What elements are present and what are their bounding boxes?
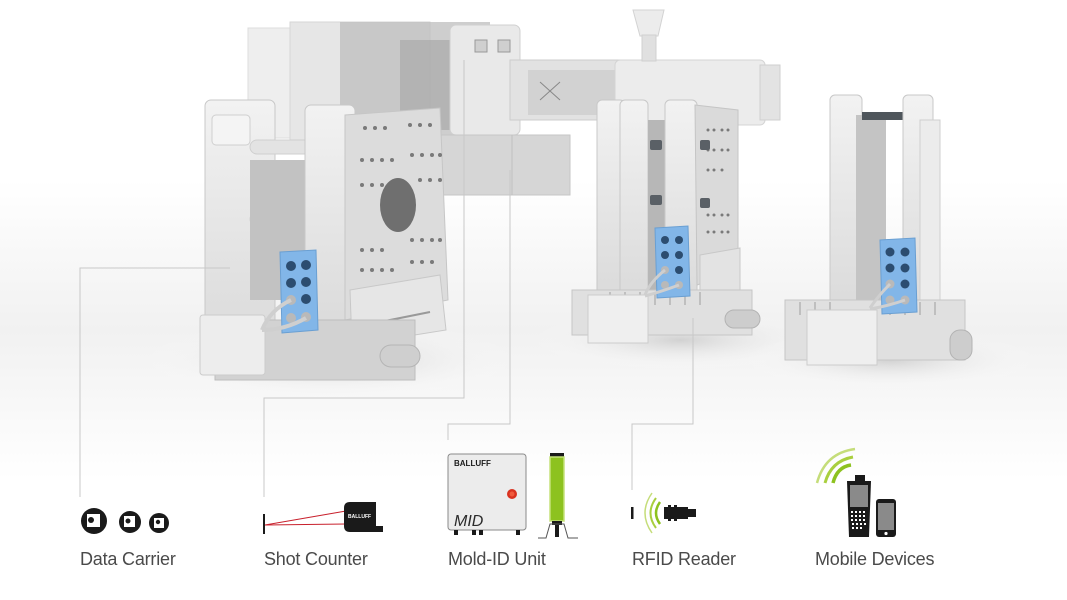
mobile-devices-icon <box>815 445 905 545</box>
rfid-reader-label: RFID Reader <box>632 549 736 569</box>
mold-id-unit-label: Mold-ID Unit <box>448 549 546 569</box>
connector-block-left <box>260 249 319 334</box>
mold-unit-middle <box>571 99 761 344</box>
shot-counter-brand: BALLUFF <box>348 514 371 520</box>
line-data-carrier <box>79 267 230 497</box>
rfid-reader-icon <box>630 490 710 540</box>
mold-plate-holes <box>360 123 442 272</box>
line-shot-counter <box>263 60 465 497</box>
shot-counter-label: Shot Counter <box>264 549 368 569</box>
line-mold-id-unit <box>447 170 511 440</box>
mold-id-brand: BALLUFF <box>454 459 491 468</box>
connector-block-right <box>868 237 918 315</box>
connector-lines <box>79 60 694 497</box>
line-rfid-reader <box>631 318 694 490</box>
mold-id-unit-icon: BALLUFF MID <box>446 452 586 542</box>
mold-id-device-text: MID <box>454 513 484 530</box>
shot-counter-icon: BALLUFF <box>262 498 392 538</box>
mold-unit-left <box>199 99 449 381</box>
mold-unit-right <box>784 94 973 366</box>
data-carrier-discs-icon <box>78 505 178 539</box>
data-carrier-label: Data Carrier <box>80 549 176 569</box>
mobile-devices-label: Mobile Devices <box>815 549 935 569</box>
connector-block-middle <box>643 225 691 299</box>
